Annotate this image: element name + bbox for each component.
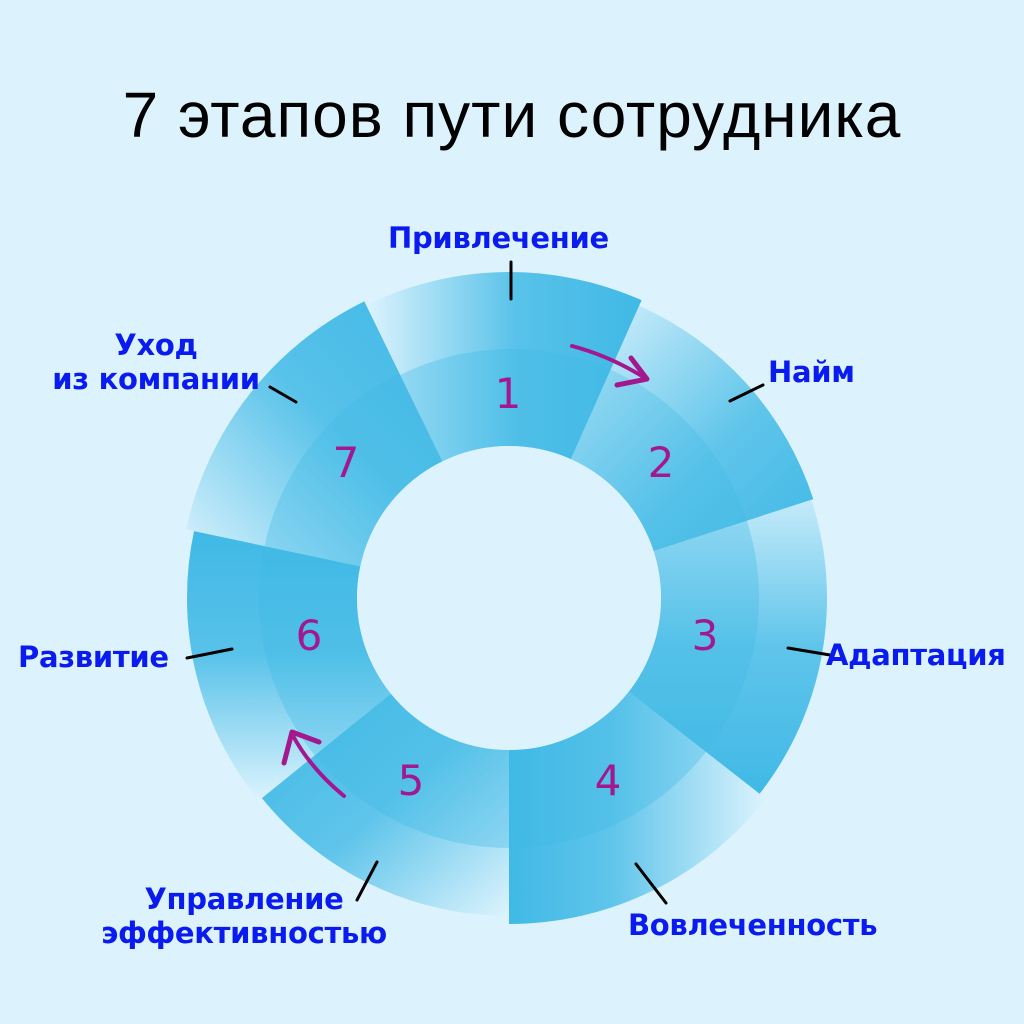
stage-segment-5	[261, 693, 509, 916]
stage-segment-4	[509, 691, 766, 924]
page-title: 7 этапов пути сотрудника	[122, 79, 902, 151]
stage-segment-7	[186, 301, 443, 567]
curved-arrow-icon	[281, 729, 346, 798]
stage-number-3: 3	[692, 611, 719, 660]
leader-line-3	[786, 646, 832, 657]
leader-lines	[185, 260, 832, 905]
leader-line-5	[355, 860, 379, 902]
leader-line-4	[634, 862, 668, 905]
stage-segment-6	[186, 531, 391, 801]
stage-label-7-line-1: Уход	[114, 328, 198, 362]
stage-label-5-line-2: эффективностью	[101, 916, 387, 950]
stage-label-4: Вовлеченность	[628, 908, 878, 942]
stage-label-3: Адаптация	[826, 638, 1006, 672]
stage-label-5-line-1: Управление	[144, 882, 344, 916]
stage-label-6: Развитие	[18, 640, 169, 674]
leader-line-6	[185, 647, 234, 660]
stage-number-2: 2	[648, 438, 675, 487]
curved-arrow-icon	[570, 344, 650, 388]
leader-line-2	[728, 383, 765, 403]
stage-label-7-line-2: из компании	[52, 362, 260, 396]
stage-number-6: 6	[296, 611, 323, 660]
stage-segment-2	[570, 305, 814, 551]
stage-label-5: Управление эффективностью	[84, 882, 404, 950]
stage-segment-1	[366, 272, 642, 462]
center-circle	[357, 446, 661, 750]
stage-number-7: 7	[333, 438, 360, 487]
stage-label-7: Уход из компании	[38, 328, 274, 396]
stage-label-1: Привлечение	[388, 221, 609, 255]
leader-line-7	[268, 385, 298, 404]
stage-number-5: 5	[398, 756, 425, 805]
stage-segment-3	[628, 499, 827, 794]
stage-number-1: 1	[495, 369, 522, 418]
stage-number-4: 4	[595, 756, 622, 805]
stage-label-2: Найм	[768, 355, 855, 389]
